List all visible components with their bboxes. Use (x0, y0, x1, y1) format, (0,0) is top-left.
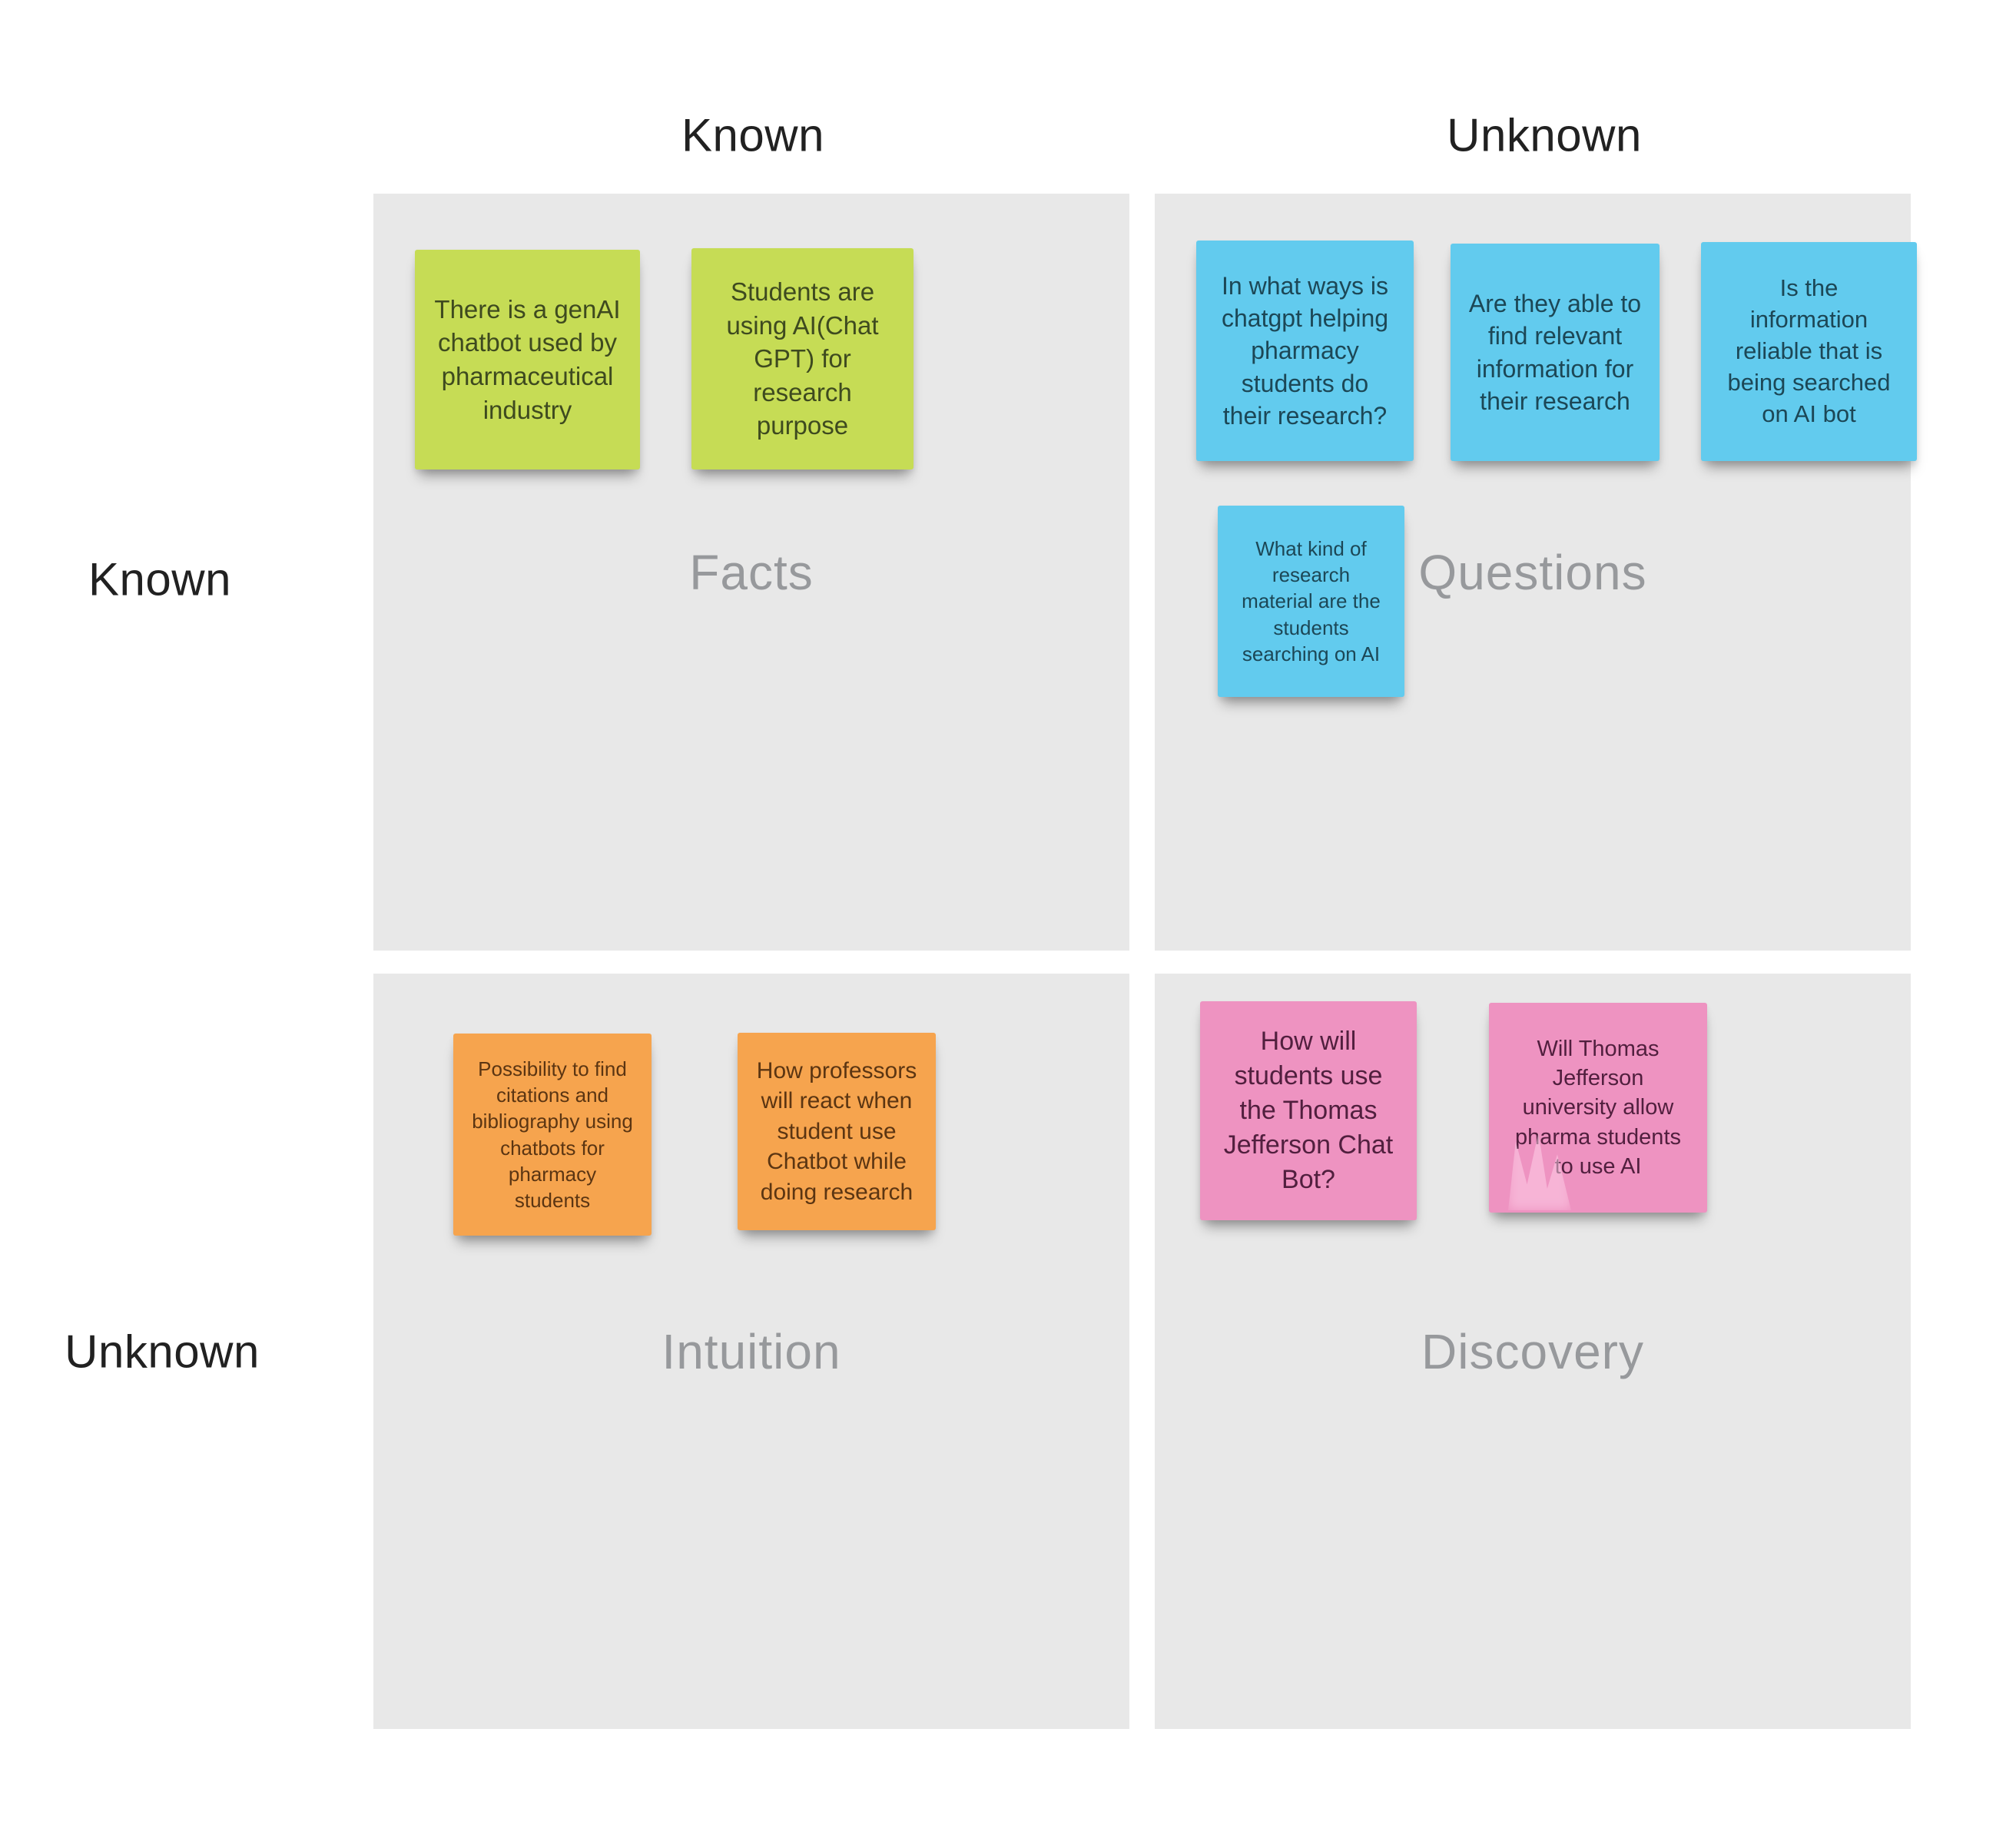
column-header-unknown: Unknown (1447, 109, 1642, 161)
quadrant-label-discovery: Discovery (1421, 1323, 1644, 1379)
quadrant-discovery: Discovery How will students use the Thom… (1155, 974, 1911, 1729)
quadrant-label-facts: Facts (689, 544, 814, 600)
sticky-note-intuition-1[interactable]: Possibility to find citations and biblio… (453, 1034, 652, 1236)
quadrant-facts: Facts There is a genAI chatbot used by p… (373, 194, 1129, 951)
column-header-known: Known (681, 109, 824, 161)
sticky-note-intuition-2[interactable]: How professors will react when student u… (738, 1033, 936, 1230)
sticky-note-questions-3[interactable]: Is the information reliable that is bein… (1701, 242, 1917, 461)
quadrant-intuition: Intuition Possibility to find citations … (373, 974, 1129, 1729)
quadrant-label-intuition: Intuition (662, 1323, 841, 1379)
row-header-unknown: Unknown (65, 1326, 260, 1378)
sticky-note-questions-2[interactable]: Are they able to find relevant informati… (1451, 244, 1660, 461)
sticky-note-discovery-1[interactable]: How will students use the Thomas Jeffers… (1200, 1001, 1417, 1220)
sticky-note-facts-1[interactable]: There is a genAI chatbot used by pharmac… (415, 250, 640, 470)
sticky-note-questions-1[interactable]: In what ways is chatgpt helping pharmacy… (1196, 241, 1414, 461)
quadrant-questions: Questions In what ways is chatgpt helpin… (1155, 194, 1917, 951)
sticky-note-questions-4[interactable]: What kind of research material are the s… (1218, 506, 1404, 697)
sticky-note-facts-2[interactable]: Students are using AI(Chat GPT) for rese… (691, 248, 914, 470)
quadrant-label-questions: Questions (1418, 544, 1647, 600)
sticky-note-discovery-2[interactable]: Will Thomas Jefferson university allow p… (1489, 1003, 1707, 1213)
smudge-artifact (1508, 1133, 1571, 1210)
row-header-known: Known (88, 553, 231, 606)
